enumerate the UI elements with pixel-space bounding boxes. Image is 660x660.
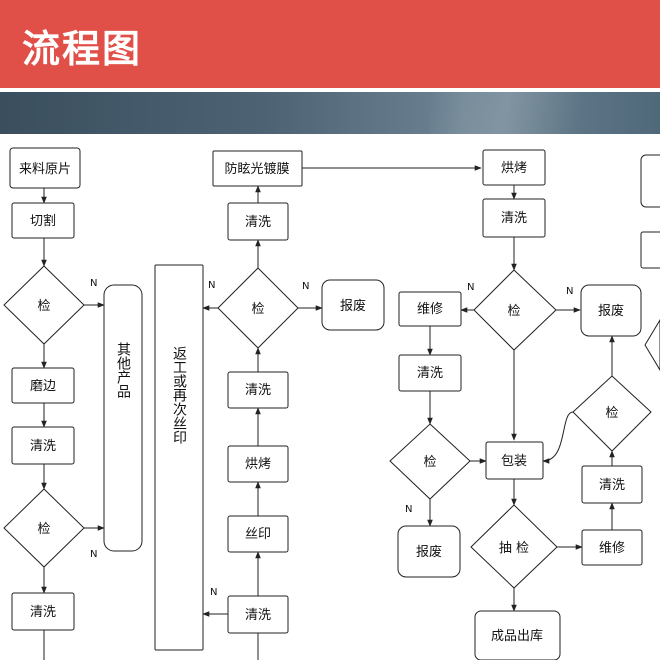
svg-text:报废: 报废 [340, 298, 366, 314]
svg-text:清洗: 清洗 [245, 383, 271, 398]
svg-text:防眩光镀膜: 防眩光镀膜 [224, 161, 289, 177]
flowchart: 来料原片 切割 检 磨边 清洗 检 清洗 其他产品 返工或再次丝印 防眩光镀膜 … [3, 147, 660, 660]
svg-text:丝印: 丝印 [245, 527, 271, 542]
node-rework: 返工或再次丝印 [154, 264, 204, 651]
svg-text:清洗: 清洗 [245, 215, 271, 230]
svg-text:包装: 包装 [501, 454, 527, 469]
n-label-inspect1: N [90, 278, 97, 289]
node-scrap-2: 报废 [580, 284, 642, 337]
svg-text:烘烤: 烘烤 [501, 161, 527, 176]
node-other-products: 其他产品 [103, 284, 143, 552]
node-inspect-1: 检 [3, 265, 85, 345]
offscreen-box-2 [640, 231, 660, 269]
node-clean-7: 清洗 [398, 354, 462, 392]
page-title: 流程图 [22, 27, 143, 71]
svg-text:检: 检 [605, 406, 618, 421]
node-inspect-4: 检 [473, 269, 557, 351]
banner-highlight [430, 92, 580, 134]
node-clean-1: 清洗 [11, 426, 75, 465]
n-label-inspect3-right: N [302, 281, 309, 292]
node-bake-1: 烘烤 [227, 445, 289, 483]
svg-text:返工或再次丝印: 返工或再次丝印 [171, 346, 187, 444]
title-bar: 流程图 [0, 0, 660, 88]
svg-text:抽 检: 抽 检 [499, 541, 529, 556]
header-banner [0, 92, 660, 134]
no-branch-labels: N N N N N N N N [90, 278, 573, 598]
node-inspect-5: 检 [389, 423, 471, 500]
node-silk-print: 丝印 [227, 515, 289, 553]
node-clean-6: 清洗 [482, 198, 546, 238]
node-bake-2: 烘烤 [482, 149, 546, 186]
offscreen-diamond [644, 319, 660, 371]
svg-text:检: 检 [507, 304, 520, 319]
svg-text:检: 检 [37, 522, 50, 537]
svg-text:检: 检 [37, 299, 50, 314]
n-label-clean5: N [210, 587, 217, 598]
svg-text:清洗: 清洗 [501, 211, 527, 226]
node-clean-5: 清洗 [227, 595, 289, 634]
node-scrap-1: 报废 [321, 279, 385, 331]
svg-text:切割: 切割 [30, 213, 56, 229]
node-clean-3: 清洗 [227, 202, 289, 241]
node-sample-check: 抽 检 [470, 504, 558, 589]
node-clean-8: 清洗 [581, 465, 643, 504]
svg-text:其他产品: 其他产品 [115, 342, 131, 398]
svg-text:成品出库: 成品出库 [491, 628, 543, 644]
svg-text:报废: 报废 [416, 544, 442, 560]
svg-text:检: 检 [251, 302, 264, 317]
node-raw-material: 来料原片 [9, 147, 81, 189]
svg-text:检: 检 [423, 455, 436, 470]
node-repair-2: 维修 [581, 529, 643, 566]
header-divider [0, 88, 660, 92]
node-ar-coating: 防眩光镀膜 [212, 150, 303, 187]
svg-text:清洗: 清洗 [599, 478, 625, 493]
node-clean-4: 清洗 [227, 371, 289, 409]
svg-text:来料原片: 来料原片 [19, 162, 71, 177]
n-label-inspect4-left: N [467, 282, 474, 293]
n-label-inspect3-left: N [208, 280, 215, 291]
node-inspect-3: 检 [217, 267, 299, 349]
n-label-inspect5: N [405, 504, 412, 515]
n-label-inspect2: N [90, 549, 97, 560]
node-cut: 切割 [11, 202, 75, 239]
node-edge-grind: 磨边 [11, 367, 75, 404]
node-inspect-6: 检 [572, 375, 652, 452]
node-finished-goods: 成品出库 [474, 610, 561, 660]
edge-inspect6-to-packing [542, 411, 574, 464]
svg-text:清洗: 清洗 [30, 439, 56, 454]
svg-text:报废: 报废 [598, 303, 624, 319]
svg-text:清洗: 清洗 [245, 608, 271, 623]
svg-text:维修: 维修 [599, 541, 625, 556]
n-label-inspect4-right: N [566, 286, 573, 297]
svg-text:清洗: 清洗 [417, 366, 443, 381]
flow-edges [41, 165, 615, 660]
svg-text:清洗: 清洗 [30, 605, 56, 620]
svg-text:磨边: 磨边 [30, 379, 56, 394]
node-inspect-2: 检 [3, 488, 85, 568]
node-packing: 包装 [485, 441, 544, 480]
node-repair-1: 维修 [398, 291, 462, 327]
node-scrap-3: 报废 [397, 525, 461, 578]
svg-text:维修: 维修 [417, 302, 443, 317]
offscreen-box-1 [640, 154, 660, 208]
node-clean-2: 清洗 [11, 592, 75, 631]
svg-text:烘烤: 烘烤 [245, 457, 271, 472]
